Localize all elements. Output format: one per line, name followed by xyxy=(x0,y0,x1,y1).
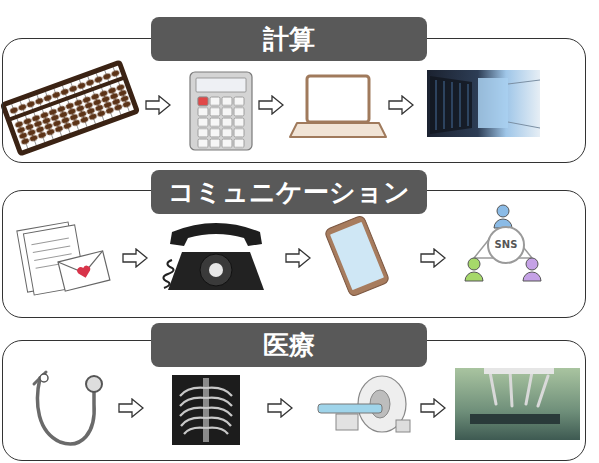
sns-network-icon xyxy=(497,205,509,217)
flow-arrow xyxy=(389,96,413,114)
stethoscope-icon xyxy=(86,376,102,392)
panel-heading: 計算 xyxy=(151,17,427,61)
rotary-phone-icon xyxy=(200,254,232,286)
smartphone-icon xyxy=(324,215,390,297)
letter-icon xyxy=(76,265,92,279)
smartphone-icon xyxy=(330,222,384,290)
panel-heading: コミュニケーション xyxy=(151,170,427,214)
sns-network-icon xyxy=(523,272,541,281)
category-panel: 計算 xyxy=(2,38,586,163)
laptop-icon xyxy=(290,123,386,137)
laptop-icon xyxy=(290,76,386,137)
category-panel: 医療 xyxy=(2,340,586,461)
surgical-robot-photo xyxy=(455,368,580,440)
ct-scanner-icon xyxy=(336,414,358,430)
flow-arrow xyxy=(119,399,143,417)
flow-arrow xyxy=(259,96,283,114)
xray-image xyxy=(172,375,240,445)
supercomputer-photo xyxy=(478,78,508,128)
rotary-phone-icon xyxy=(163,260,173,288)
stethoscope-icon xyxy=(40,374,48,382)
surgical-robot-photo xyxy=(455,368,580,440)
panel-heading: 医療 xyxy=(151,323,427,367)
letter-icon xyxy=(17,221,110,296)
calculator-icon xyxy=(198,97,208,106)
abacus-icon xyxy=(3,62,137,153)
sns-network-icon xyxy=(526,258,538,270)
rotary-phone-icon xyxy=(168,252,264,290)
sns-label: SNS xyxy=(495,240,518,250)
calculator-icon xyxy=(196,78,246,92)
xray-image xyxy=(172,375,240,445)
xray-image xyxy=(180,388,232,434)
smartphone-icon xyxy=(324,215,390,297)
surgical-robot-photo xyxy=(470,414,560,424)
flow-arrow xyxy=(286,249,310,267)
sns-circle: SNS xyxy=(487,226,525,264)
flow-arrow xyxy=(421,399,445,417)
ct-scanner-icon xyxy=(318,376,410,432)
flow-arrow xyxy=(123,249,147,267)
sns-network-icon xyxy=(465,205,541,281)
sns-network-icon xyxy=(465,272,483,281)
letter-icon xyxy=(58,251,110,291)
letter-icon xyxy=(58,251,107,279)
stethoscope-icon xyxy=(37,378,94,444)
rotary-phone-icon xyxy=(209,263,223,277)
flow-arrow xyxy=(146,96,170,114)
flow-arrow xyxy=(421,249,445,267)
flow-arrow xyxy=(268,399,292,417)
supercomputer-photo xyxy=(430,76,472,134)
letter-icon xyxy=(58,251,110,291)
ct-scanner-icon xyxy=(396,420,410,432)
category-panel: コミュニケーションSNS xyxy=(2,190,586,318)
abacus-icon xyxy=(3,62,137,153)
stethoscope-icon xyxy=(34,372,102,444)
supercomputer-photo xyxy=(427,70,540,137)
supercomputer-photo xyxy=(427,70,540,137)
ct-scanner-icon xyxy=(318,404,382,413)
surgical-robot-photo xyxy=(484,368,554,374)
calculator-icon xyxy=(197,96,245,149)
rotary-phone-icon xyxy=(170,223,262,246)
rotary-phone-icon xyxy=(163,223,264,290)
laptop-icon xyxy=(307,76,369,122)
surgical-robot-photo xyxy=(490,370,548,406)
sns-network-icon xyxy=(468,258,480,270)
supercomputer-photo xyxy=(436,80,468,130)
calculator-icon xyxy=(190,72,252,150)
supercomputer-photo xyxy=(508,80,540,128)
calculator-icon xyxy=(190,72,252,150)
